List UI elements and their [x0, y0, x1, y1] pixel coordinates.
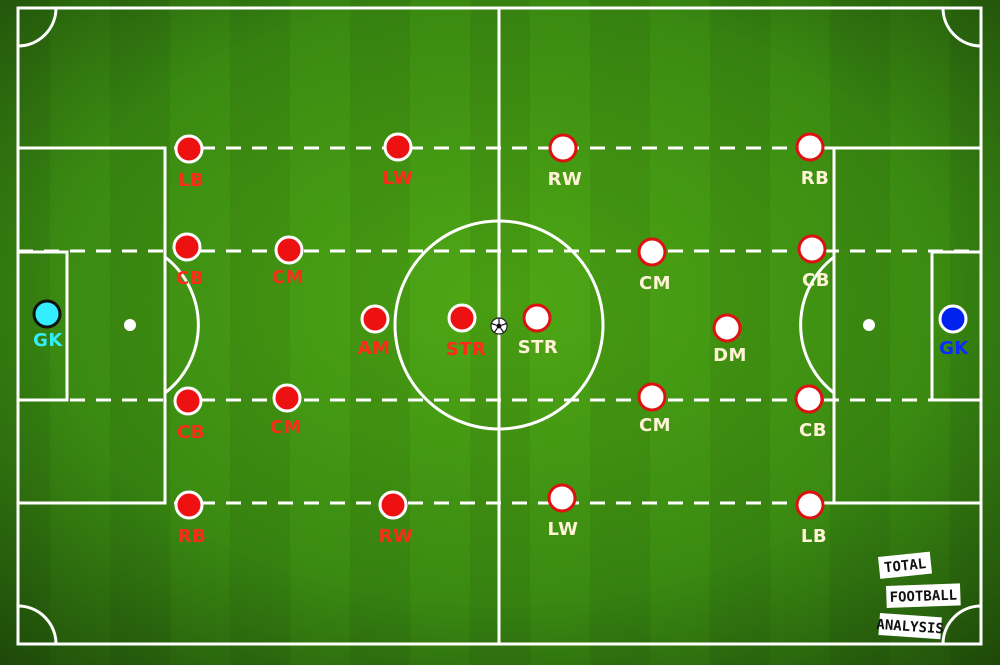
right-penalty-arc: [799, 255, 835, 395]
pitch-spots: [124, 319, 875, 331]
player-role-label: RB: [801, 168, 830, 189]
away-player-cm-6: CM: [637, 237, 671, 294]
grass-stripe: [0, 0, 50, 665]
player-role-label: CM: [639, 273, 671, 294]
away-player-cb-3: CB: [794, 384, 827, 441]
corner-arc-top-right: [941, 7, 982, 48]
home-player-lb-1: LB: [174, 134, 204, 191]
player-marker: [547, 483, 577, 513]
away-player-lb-4: LB: [795, 490, 827, 547]
grass-stripe: [830, 0, 890, 665]
player-marker: [938, 304, 968, 334]
player-marker: [272, 383, 302, 413]
player-role-label: RW: [548, 169, 583, 190]
brand-logo: TOTAL FOOTBALL ANALYSIS: [876, 551, 961, 640]
logo-plate-2: [886, 583, 961, 608]
home-player-cb-3: CB: [173, 386, 205, 443]
player-role-label: STR: [446, 339, 487, 360]
player-marker: [712, 313, 742, 343]
player-role-label: AM: [358, 338, 391, 359]
corner-arc-bottom-left: [17, 604, 58, 645]
player-role-label: RB: [178, 526, 207, 547]
away-player-cm-7: CM: [637, 382, 671, 436]
player-role-label: CM: [272, 267, 304, 288]
player-marker: [637, 382, 667, 412]
player-marker: [797, 234, 827, 264]
player-marker: [548, 133, 578, 163]
player-marker: [383, 132, 413, 162]
home-player-rw-9: RW: [378, 490, 414, 547]
logo-line-1: TOTAL: [883, 556, 927, 576]
player-role-label: LW: [383, 168, 414, 189]
corner-arc-bottom-right: [941, 604, 982, 645]
away-player-dm-5: DM: [712, 313, 747, 366]
home-player-str-10: STR: [446, 303, 487, 360]
player-role-label: CB: [176, 268, 204, 289]
logo-plate-1: [878, 551, 933, 579]
player-marker: [174, 134, 204, 164]
home-player-lw-7: LW: [383, 132, 414, 189]
logo-line-2: FOOTBALL: [889, 588, 957, 606]
player-marker: [522, 303, 552, 333]
grass-stripe: [590, 0, 650, 665]
logo-plate-3: [878, 613, 942, 640]
player-role-label: RW: [379, 526, 414, 547]
player-role-label: GK: [33, 330, 63, 351]
home-player-cm-6: CM: [270, 383, 302, 438]
player-role-label: CB: [177, 422, 205, 443]
right-penalty-spot: [863, 319, 875, 331]
grass-stripe: [230, 0, 290, 665]
player-marker: [174, 490, 204, 520]
player-role-label: GK: [939, 338, 969, 359]
player-role-label: LW: [548, 519, 579, 540]
player-marker: [32, 299, 62, 329]
away-player-rb-1: RB: [795, 132, 830, 189]
player-marker: [794, 384, 824, 414]
player-role-label: LB: [178, 170, 204, 191]
player-marker: [274, 235, 304, 265]
player-marker: [637, 237, 667, 267]
player-role-label: STR: [518, 337, 559, 358]
away-player-cb-2: CB: [797, 234, 830, 291]
player-role-label: LB: [801, 526, 827, 547]
player-marker: [795, 490, 825, 520]
player-marker: [173, 386, 203, 416]
home-player-am-8: AM: [358, 304, 391, 359]
home-player-gk-0: GK: [32, 299, 63, 351]
player-marker: [447, 303, 477, 333]
player-role-label: CM: [270, 417, 302, 438]
home-player-rb-4: RB: [174, 490, 207, 547]
player-marker: [172, 232, 202, 262]
player-marker: [795, 132, 825, 162]
player-role-label: CM: [639, 415, 671, 436]
players-layer: GK LB CB CB RB CM CM LW AM RW STR GK RB CB CB LB DM CM CM R…: [32, 132, 969, 547]
player-marker: [378, 490, 408, 520]
soccer-ball-icon: [490, 317, 508, 335]
left-penalty-arc: [164, 255, 200, 395]
player-role-label: CB: [802, 270, 830, 291]
left-penalty-spot: [124, 319, 136, 331]
player-role-label: CB: [799, 420, 827, 441]
away-player-lw-9: LW: [547, 483, 579, 540]
player-marker: [360, 304, 390, 334]
grass-stripe: [110, 0, 170, 665]
grass-stripe: [950, 0, 1000, 665]
away-player-str-10: STR: [518, 303, 559, 358]
logo-line-3: ANALYSIS: [876, 617, 944, 638]
away-player-gk-0: GK: [938, 304, 969, 359]
corner-arc-top-left: [17, 7, 58, 48]
centre-circle: [393, 219, 605, 431]
home-player-cb-2: CB: [172, 232, 204, 289]
pitch-markings: [16, 6, 983, 646]
home-player-cm-5: CM: [272, 235, 304, 288]
left-six-yard-box: [16, 250, 69, 402]
away-player-rw-8: RW: [548, 133, 583, 190]
player-role-label: DM: [713, 345, 747, 366]
